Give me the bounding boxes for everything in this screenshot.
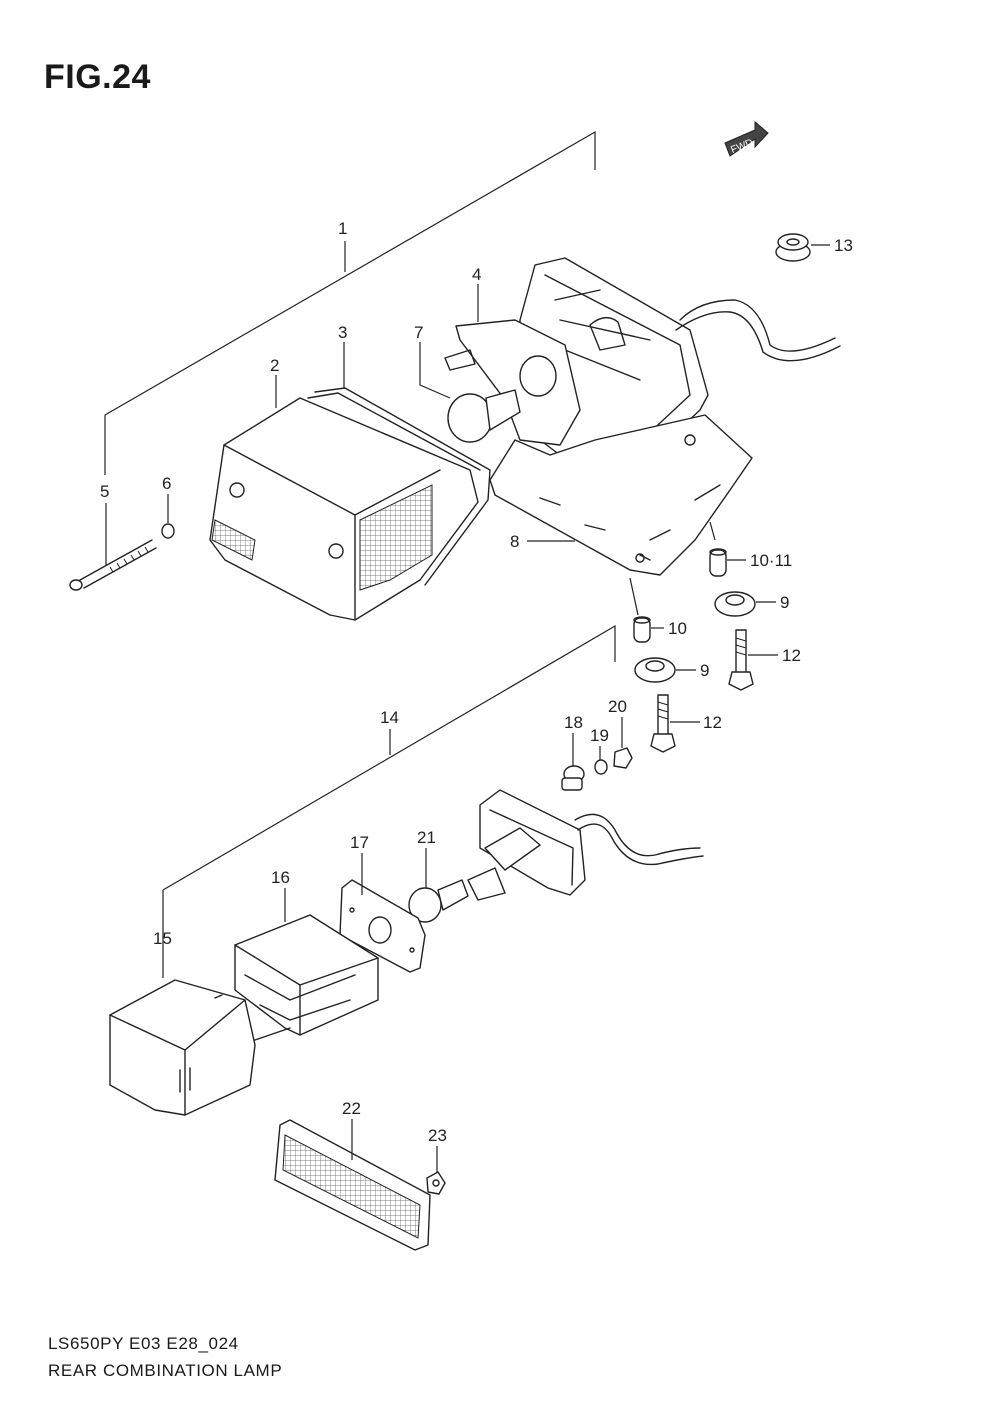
- bolt-part-12-upper: [728, 629, 754, 691]
- callout-23: 23: [428, 1126, 447, 1145]
- license-lamp-housing: [467, 789, 704, 901]
- lens-part-2: [209, 397, 479, 621]
- callout-10: 10: [668, 619, 687, 638]
- callout-18: 18: [564, 713, 583, 732]
- nut-part-20: [613, 747, 633, 769]
- callout-1: 1: [338, 219, 347, 238]
- bulb-part-7: [444, 349, 521, 443]
- screw-part-5: [69, 539, 157, 591]
- callout-22: 22: [342, 1099, 361, 1118]
- assembly-14-bracket: [162, 624, 616, 978]
- bush-part-18: [561, 765, 585, 791]
- callout-17: 17: [350, 833, 369, 852]
- callout-9-upper: 9: [780, 593, 789, 612]
- cushion-part-9-upper: [714, 591, 756, 617]
- grommet-part-13: [775, 233, 811, 262]
- case-part-16: [234, 914, 379, 1036]
- collar-part-10-11: [709, 548, 727, 577]
- callout-21: 21: [417, 828, 436, 847]
- collar-part-10: [633, 616, 651, 643]
- washer-part-6: [161, 523, 175, 539]
- callout-6: 6: [162, 474, 171, 493]
- callout-19: 19: [590, 726, 609, 745]
- callout-4: 4: [472, 265, 481, 284]
- callout-3: 3: [338, 323, 347, 342]
- callout-7: 7: [414, 323, 423, 342]
- bulb-part-21: [408, 879, 469, 923]
- model-code: LS650PY E03 E28_024: [48, 1334, 239, 1353]
- callouts: 1 2 3 4 5 6 7 8 9 9 10 10·11 12 12 13 14: [100, 219, 853, 1172]
- bolt-part-12-lower: [650, 694, 676, 753]
- washer-part-19: [594, 759, 608, 775]
- callout-9-lower: 9: [700, 661, 709, 680]
- callout-10-11: 10·11: [750, 551, 792, 570]
- callout-2: 2: [270, 356, 279, 375]
- gasket-part-3: [307, 387, 491, 586]
- callout-20: 20: [608, 697, 627, 716]
- callout-12-lower: 12: [703, 713, 722, 732]
- footer: LS650PY E03 E28_024 REAR COMBINATION LAM…: [48, 1330, 282, 1384]
- callout-13: 13: [834, 236, 853, 255]
- bracket-plate-part-8: [489, 414, 753, 576]
- assembly-1-bracket: [104, 130, 596, 475]
- cushion-part-9-lower: [634, 657, 676, 683]
- callout-15: 15: [153, 929, 172, 948]
- figure-title: FIG.24: [44, 58, 151, 96]
- callout-5: 5: [100, 482, 109, 501]
- callout-14: 14: [380, 708, 399, 727]
- diagram-caption: REAR COMBINATION LAMP: [48, 1361, 283, 1380]
- callout-8: 8: [510, 532, 519, 551]
- lens-part-15: [109, 979, 291, 1116]
- nut-part-23: [426, 1171, 446, 1195]
- fwd-arrow-icon: FWD: [724, 120, 769, 157]
- callout-12-upper: 12: [782, 646, 801, 665]
- callout-16: 16: [271, 868, 290, 887]
- reflector-part-22: [274, 1119, 431, 1251]
